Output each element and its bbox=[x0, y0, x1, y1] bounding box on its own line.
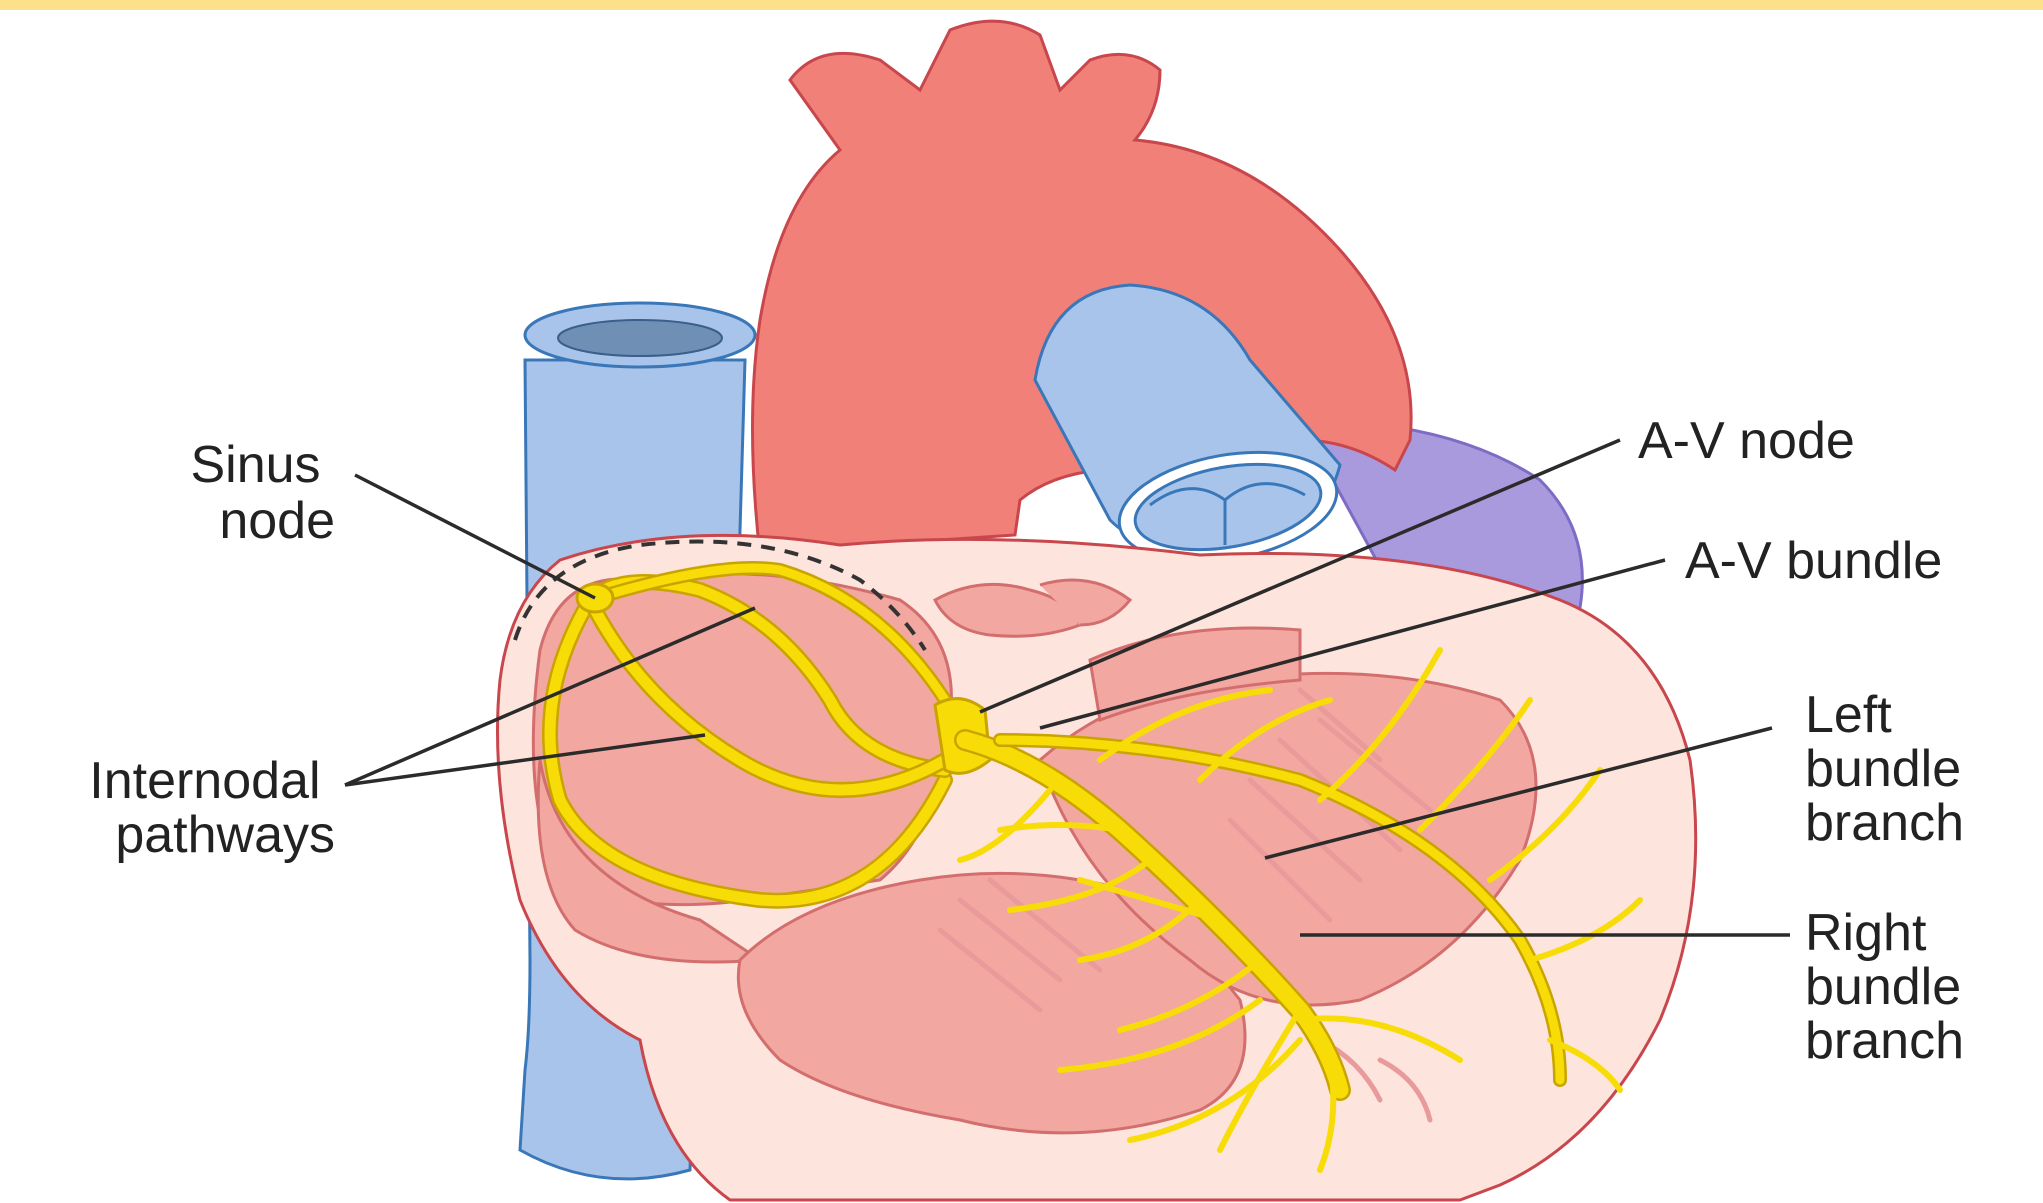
top-border bbox=[0, 0, 2043, 10]
label-av-bundle: A-V bundle bbox=[1685, 532, 1942, 590]
label-right-bundle-branch: Right bundle branch bbox=[1805, 904, 1976, 1070]
label-av-node: A-V node bbox=[1638, 412, 1855, 470]
label-left-bundle-branch: Left bundle branch bbox=[1805, 686, 1976, 852]
label-sinus-node: Sinus node bbox=[190, 436, 335, 550]
label-internodal-pathways: Internodal pathways bbox=[89, 752, 335, 864]
